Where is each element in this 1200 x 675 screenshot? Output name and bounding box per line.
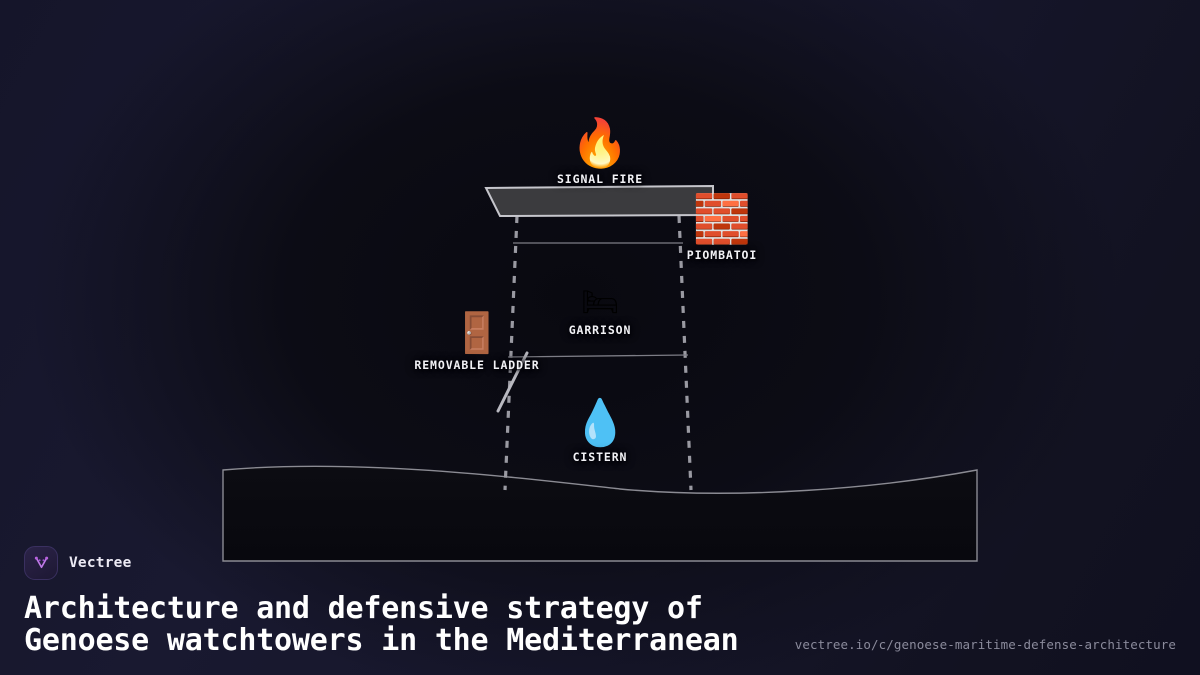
door-icon: 🚪	[452, 311, 502, 356]
vectree-logo-icon	[24, 545, 58, 580]
diagram-node-label-signal-fire: SIGNAL FIRE	[556, 172, 644, 186]
diagram-node-label-piombatoi: PIOMBATOI	[686, 248, 758, 262]
diagram-node-removable-ladder[interactable]: 🚪 REMOVABLE LADDER	[377, 314, 577, 372]
brand[interactable]: Vectree	[24, 545, 1176, 580]
diagram-node-label-cistern: CISTERN	[572, 450, 628, 464]
diagram-node-garrison[interactable]: 🛏 GARRISON	[500, 285, 700, 338]
source-url: vectree.io/c/genoese-maritime-defense-ar…	[794, 637, 1176, 652]
tower-floor-lower	[507, 354, 689, 358]
brand-name: Vectree	[69, 554, 132, 571]
tower-roof-platform	[484, 184, 714, 218]
tower-wall-left	[503, 215, 519, 491]
page-title: Architecture and defensive strategy of G…	[24, 590, 739, 658]
diagram-node-cistern[interactable]: 💧 CISTERN	[500, 400, 700, 464]
sea-surface	[222, 465, 978, 562]
diagram-node-label-removable-ladder: REMOVABLE LADDER	[414, 358, 540, 372]
droplet-icon: 💧	[571, 396, 629, 449]
tower-wall-right	[677, 215, 693, 491]
diagram-node-label-garrison: GARRISON	[568, 323, 632, 337]
diagram-node-signal-fire[interactable]: 🔥 SIGNAL FIRE	[500, 120, 700, 186]
footer: Vectree Architecture and defensive strat…	[0, 545, 1200, 675]
fire-icon: 🔥	[570, 116, 630, 171]
bed-icon: 🛏	[580, 285, 620, 320]
brick-icon: 🧱	[692, 192, 752, 247]
removable-ladder-line	[496, 351, 529, 413]
diagram-node-piombatoi[interactable]: 🧱 PIOMBATOI	[622, 196, 822, 262]
